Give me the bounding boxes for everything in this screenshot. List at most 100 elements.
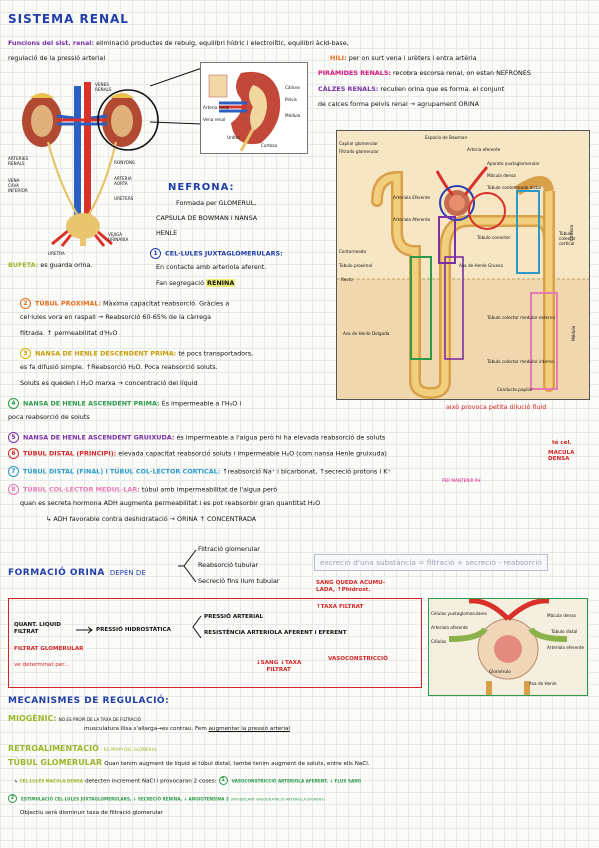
formacio-opt3: Secreció fins llum tubular: [198, 577, 280, 585]
macula-line: ↳ CEL·LULES MACULA DENSA detecten increm…: [14, 776, 362, 785]
detail-label-arteria: Arteria renal: [203, 105, 230, 110]
arrow-1: [76, 626, 93, 634]
functions-label: Funcions del sist. renal:: [8, 39, 95, 47]
item2-note: (PRODUCANT VASODILATACIÓ ARTERIOLA EFERE…: [230, 797, 325, 802]
retro-label: RETROALIMENTACIÓ: [8, 744, 99, 753]
nd-label-colector-externo: Túbulo colector medular externo: [487, 315, 555, 320]
nd-label-colector-cortical: Túbulo colector cortical: [559, 231, 576, 246]
segment-2-line3: filtrada. ↑ permeabilitat d'H₂O: [20, 329, 118, 337]
label-venes-renals: VENES RENALS: [95, 82, 112, 92]
item2-line: 2 ESTIMULACIÓ CEL·LULES JUXTAGLOMERULARS…: [8, 794, 325, 803]
label-ureters: URÈTERS: [114, 196, 134, 201]
nd-label-arteriola-eferente: Arteriola Eferente: [393, 195, 431, 200]
segment-3-line2: es fa difusió simple. ↑Reabsorció H₂O. P…: [20, 363, 218, 371]
segment-7-line1: ↑reabsorció Na⁺ i bicarbonat, ↑secreció …: [222, 467, 391, 476]
formacio-title-b: DEPÈN DE: [109, 569, 146, 577]
segment-5-label: NANSA DE HENLE ASCENDENT GRUIXUDA:: [23, 433, 175, 442]
mecanismes-title: MECANISMES DE REGULACIÓ:: [8, 696, 170, 706]
item1-line1: En contacte amb arteriola aferent.: [156, 263, 267, 271]
item1-number: 1: [150, 248, 161, 259]
nefrona-line2: CAPSULA DE BOWMAN i NANSA: [156, 214, 258, 222]
nd-label-bowman: Espacio de Bowman: [425, 135, 468, 140]
label-vejiga: VEJIGA URINARIA: [108, 232, 129, 242]
formacio-title-a: FORMACIÓ ORINA: [8, 568, 105, 578]
objectiu-line: Objectiu serà disminuir taxa de filtraci…: [20, 810, 163, 816]
segment-8-line2: quan es secreta hormona ADH augmenta per…: [20, 499, 321, 507]
segment-3-number: 3: [20, 348, 31, 359]
nephron-diagram: Espacio de Bowman Capilar glomerular Fil…: [336, 130, 590, 400]
nd-label-contorneado: Contorneado: [339, 249, 367, 254]
label-arteria-aorta: ARTERIA AORTA: [114, 176, 132, 186]
jg-label-celulas-yg: Células yuxtaglomerulares: [431, 611, 487, 616]
functions-line2: regulació de la pressió arterial: [8, 54, 106, 62]
formacio-opt2: Reabsorció tubular: [198, 561, 258, 569]
zoom-circle: [97, 89, 159, 151]
segment-3-label: NANSA DE HENLE DESCENDENT PRIMA:: [35, 349, 177, 358]
formacio-opt1: Filtració glomerular: [198, 545, 260, 553]
segment-4-label: NANSA DE HENLE ASCENDENT PRIMA:: [23, 399, 160, 408]
miogenic-text2b: augmentar la pressió arterial: [208, 726, 290, 732]
piramides-text: recobra escorsa renal, on estan NEFRONES: [393, 69, 531, 77]
macula-item1: VASOCONSTRICCIÓ ARTERIOLA AFERENT, ↓ FLU…: [231, 778, 362, 784]
page-title: SISTEMA RENAL: [8, 12, 129, 26]
detail-label-pelvis: Pelvis: [285, 97, 297, 102]
segment-7-number: 7: [8, 466, 19, 477]
jg-diagram: Células yuxtaglomerulares Mácula densa A…: [428, 598, 588, 696]
nd-label-medula: Médula: [571, 325, 576, 341]
hili-label: HILI:: [330, 54, 347, 62]
calzes-note: CÀLZES RENALS: recullen orina que es for…: [318, 85, 504, 93]
taxa-filtrat: ↑TAXA FILTRAT: [316, 604, 364, 610]
annotation-te-cel: té cel.: [552, 440, 572, 446]
calzes-label: CÀLZES RENALS:: [318, 85, 379, 93]
kidney-detail-panel: Cálices Pelvis Arteria renal Vena renal …: [200, 62, 308, 154]
segment-5-line1: és impermeable a l'aigua però hi ha elev…: [176, 433, 386, 442]
item2-label: ESTIMULACIÓ CEL·LULES JUXTAGLOMERULARS, …: [21, 796, 229, 802]
ve-determinat: ve determinat per...: [14, 662, 70, 668]
segment-6-number: 6: [8, 448, 19, 459]
jg-label-henle: Asa de Henle: [529, 681, 557, 686]
segment-2-line2: cel·lules vora en raspall → Reabsorció 6…: [20, 313, 212, 321]
nefrona-line3: HENLE: [156, 229, 178, 237]
miogenic-text1: NO ES PROPI DE LA TAXA DE FILTRACIÓ: [58, 717, 141, 722]
jg-label-distal: Túbulo distal: [551, 629, 578, 634]
hili-note: HILI: per on surt vena i urèters i entra…: [330, 54, 477, 62]
nefrona-title: NEFRONA:: [168, 182, 235, 193]
segment-6-label: TÚBUL DISTAL (PRINCIPI):: [23, 449, 117, 458]
segment-8: 8 TÚBUL COL·LECTOR MEDUL·LAR: túbul amb …: [8, 484, 277, 495]
bufeta-text: es guarda orina.: [40, 261, 93, 269]
retro-line: RETROALIMENTACIÓ : ES PROPI DEL GLOMÈRUL: [8, 744, 157, 753]
nefrona-item1: 1 CEL·LULES JUXTAGLOMERULARS:: [150, 248, 283, 259]
segment-3-line1: té pocs transportadors,: [178, 349, 254, 358]
filtrat-glomerular: FILTRAT GLOMERULAR: [14, 646, 84, 652]
nd-label-arteria-eferente: Arteria eferente: [467, 147, 501, 152]
nd-label-gruesa: Asa de Henle Gruesa: [459, 263, 503, 268]
item1-line2: Fan segregació RENINA: [156, 279, 236, 287]
bufeta-label: BUFETA:: [8, 261, 39, 269]
functions-line1: eliminació productes de rebuig, equilibr…: [96, 39, 349, 47]
segment-7: 7 TÚBUL DISTAL (FINAL) i TÚBUL COL·LECTO…: [8, 466, 391, 477]
segment-4-number: 4: [8, 398, 19, 409]
jg-label-aferente: Arteriola aferente: [431, 625, 469, 630]
nd-label-tcd: Túbulo contorneado distal: [487, 185, 542, 190]
hili-text: per on surt vena i urèters i entra artèr…: [348, 54, 477, 62]
segment-3-line3: Soluts es queden i H₂O marxa → concentra…: [20, 379, 198, 387]
calzes-line2: de calces forma pelvis renal → agrupamen…: [318, 100, 480, 108]
macula-item1-number: 1: [218, 776, 228, 785]
functions-block: Funcions del sist. renal: eliminació pro…: [8, 39, 349, 47]
segment-7-label: TÚBUL DISTAL (FINAL) i TÚBUL COL·LECTOR …: [23, 467, 221, 476]
segment-6: 6 TÚBUL DISTAL (PRINCIPI): elevada capac…: [8, 448, 387, 459]
segment-5: 5 NANSA DE HENLE ASCENDENT GRUIXUDA: és …: [8, 432, 385, 443]
nd-label-proximal: Túbulo proximal: [339, 263, 373, 268]
segment-8-number: 8: [8, 484, 19, 495]
segment-2-number: 2: [20, 298, 31, 309]
jg-label-glomerulo: Glomérulo: [489, 669, 511, 674]
segment-2: 2 TÚBUL PROXIMAL: Màxima capacitat reabs…: [20, 298, 229, 309]
detail-label-calices: Cálices: [285, 85, 300, 90]
macula-line-text: detecten increment NaCl i provocaran 2 c…: [85, 778, 217, 785]
item1-renina: RENINA: [206, 279, 236, 287]
miogenic-label: MIOGÈNIC:: [8, 714, 57, 723]
piramides-label: PIRÀMIDES RENALS:: [318, 69, 391, 77]
pressure-box: [8, 598, 422, 688]
tubul-text: Quan tenim augment de líquid al túbul di…: [104, 761, 370, 767]
vasoconstriccio: VASOCONSTRICCIÓ: [328, 656, 388, 662]
